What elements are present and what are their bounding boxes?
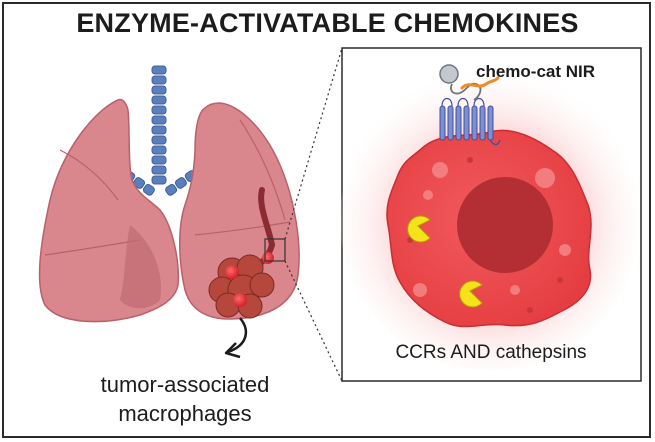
tumor-macrophage-label: tumor-associated macrophages	[40, 370, 330, 428]
chemokine-ball-icon	[439, 64, 459, 84]
figure-title: ENZYME-ACTIVATABLE CHEMOKINES	[76, 8, 579, 38]
receptor-icon	[439, 97, 501, 146]
zoom-line-top	[284, 47, 343, 240]
curved-arrow	[227, 317, 248, 354]
probe-label: chemo-cat NIR	[476, 62, 596, 81]
lung-icon	[38, 65, 300, 323]
zoom-box	[264, 238, 286, 262]
tumor-icon	[208, 252, 275, 319]
trachea	[117, 65, 201, 214]
macrophage-cell-icon	[386, 129, 592, 328]
cathepsin-pacman-icon	[459, 280, 483, 308]
inset-label: CCRs AND cathepsins	[395, 342, 587, 363]
tumor-label-line2: macrophages	[118, 401, 252, 426]
arrow-head	[224, 342, 241, 359]
zoom-line-bottom	[284, 260, 343, 382]
cathepsin-pacman-icon	[407, 215, 431, 243]
nir-dye-chain	[460, 76, 500, 90]
tumor-label-line1: tumor-associated	[100, 372, 270, 397]
